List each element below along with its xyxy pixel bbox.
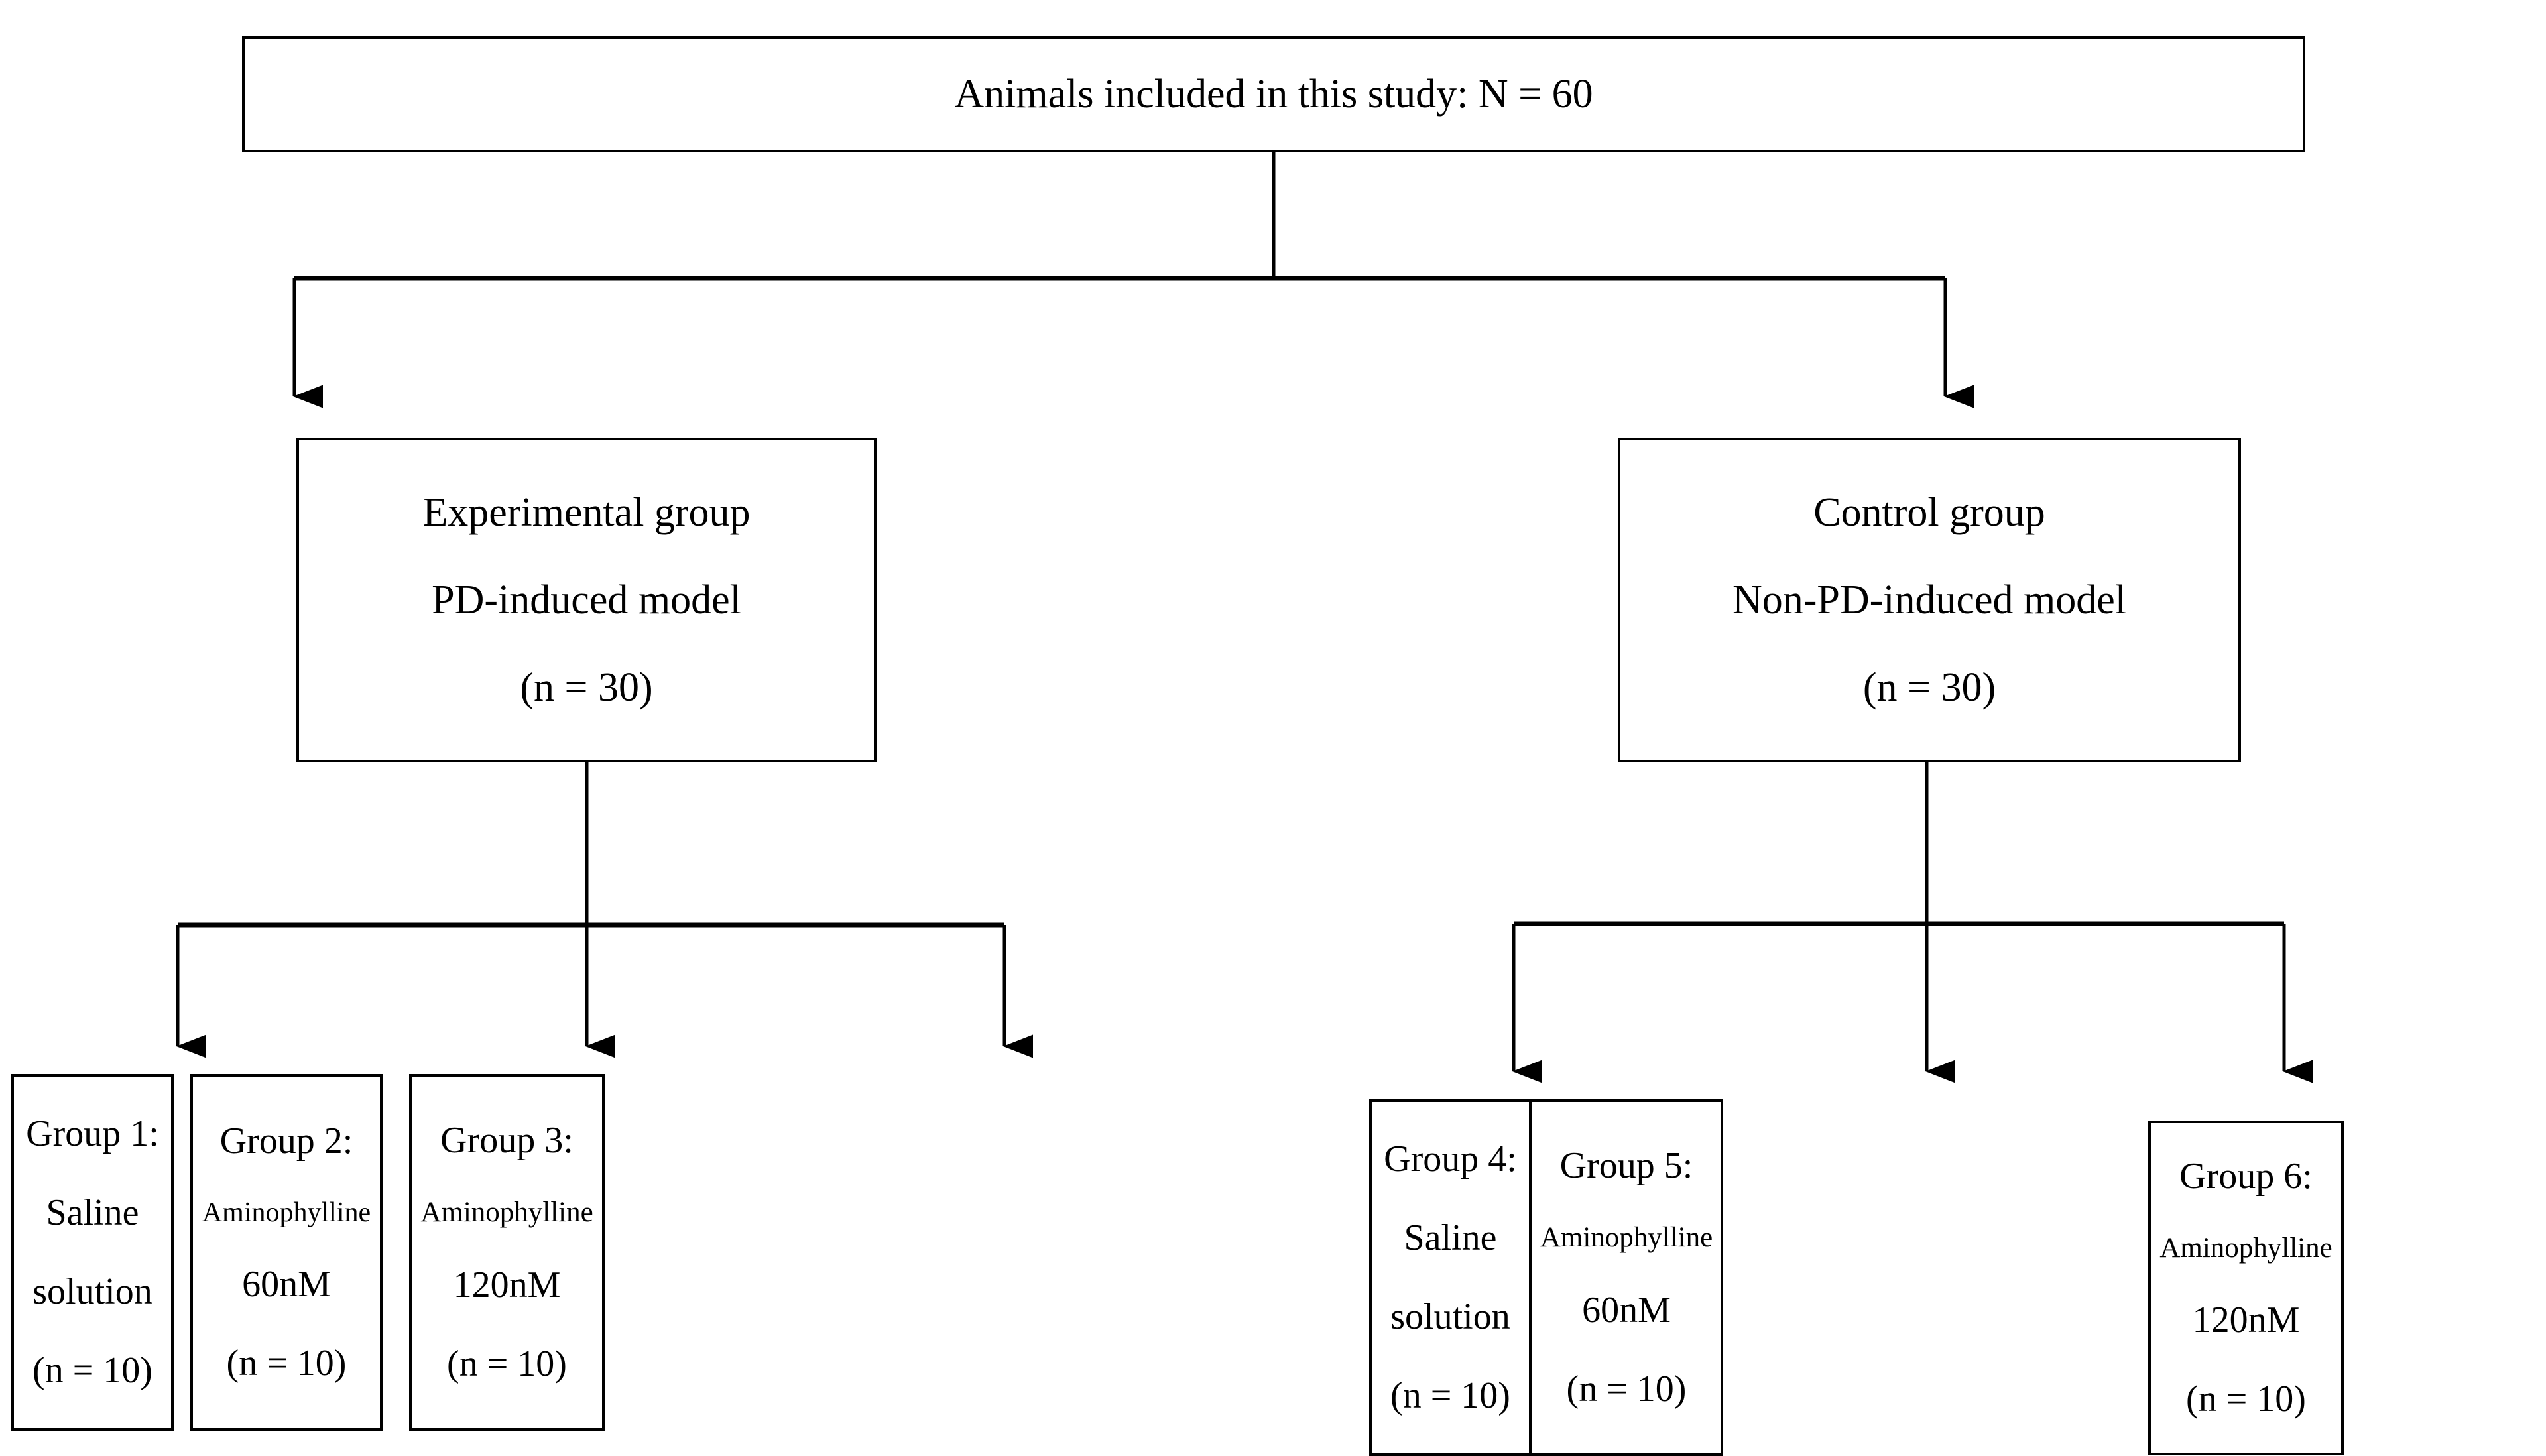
node-experimental-title: Experimental group	[422, 489, 751, 535]
group-1-line-3: solution	[32, 1271, 152, 1312]
group-5-label: Group 5:	[1559, 1145, 1693, 1187]
group-2-count: (n = 10)	[226, 1342, 347, 1384]
node-group-5: Group 5: Aminophylline 60nM (n = 10)	[1530, 1099, 1723, 1456]
node-root-population: Animals included in this study: N = 60	[242, 36, 2305, 152]
node-experimental-count: (n = 30)	[520, 665, 653, 711]
node-control-model: Non-PD-induced model	[1732, 577, 2127, 623]
group-1-label: Group 1:	[26, 1113, 159, 1155]
group-4-label: Group 4:	[1384, 1138, 1517, 1180]
group-1-count: (n = 10)	[32, 1349, 152, 1391]
node-group-1: Group 1: Saline solution (n = 10)	[11, 1074, 174, 1431]
group-4-count: (n = 10)	[1390, 1374, 1510, 1416]
node-control-title: Control group	[1813, 489, 2045, 535]
group-5-count: (n = 10)	[1566, 1368, 1687, 1410]
group-4-line-2: Saline	[1404, 1217, 1497, 1259]
group-3-line-3: 120nM	[453, 1264, 561, 1305]
group-3-label: Group 3:	[440, 1120, 574, 1162]
group-2-label: Group 2:	[219, 1121, 353, 1162]
group-3-line-2: Aminophylline	[420, 1197, 593, 1229]
group-6-count: (n = 10)	[2186, 1378, 2306, 1420]
group-6-label: Group 6:	[2179, 1155, 2313, 1197]
group-4-line-3: solution	[1390, 1296, 1510, 1337]
node-group-4: Group 4: Saline solution (n = 10)	[1369, 1099, 1532, 1456]
node-control-group: Control group Non-PD-induced model (n = …	[1618, 438, 2241, 762]
group-5-line-2: Aminophylline	[1540, 1222, 1713, 1254]
node-group-3: Group 3: Aminophylline 120nM (n = 10)	[409, 1074, 605, 1431]
node-experimental-model: PD-induced model	[432, 577, 741, 623]
group-5-line-3: 60nM	[1582, 1289, 1671, 1331]
group-1-line-2: Saline	[46, 1192, 139, 1234]
group-2-line-2: Aminophylline	[202, 1197, 371, 1229]
group-3-count: (n = 10)	[447, 1343, 567, 1384]
group-2-line-3: 60nM	[242, 1264, 331, 1305]
node-group-2: Group 2: Aminophylline 60nM (n = 10)	[190, 1074, 383, 1431]
group-6-line-3: 120nM	[2192, 1300, 2300, 1341]
node-root-text: Animals included in this study: N = 60	[954, 72, 1593, 117]
node-control-count: (n = 30)	[1862, 665, 1996, 711]
node-group-6: Group 6: Aminophylline 120nM (n = 10)	[2148, 1121, 2344, 1455]
group-6-line-2: Aminophylline	[2159, 1232, 2333, 1264]
node-experimental-group: Experimental group PD-induced model (n =…	[296, 438, 877, 762]
